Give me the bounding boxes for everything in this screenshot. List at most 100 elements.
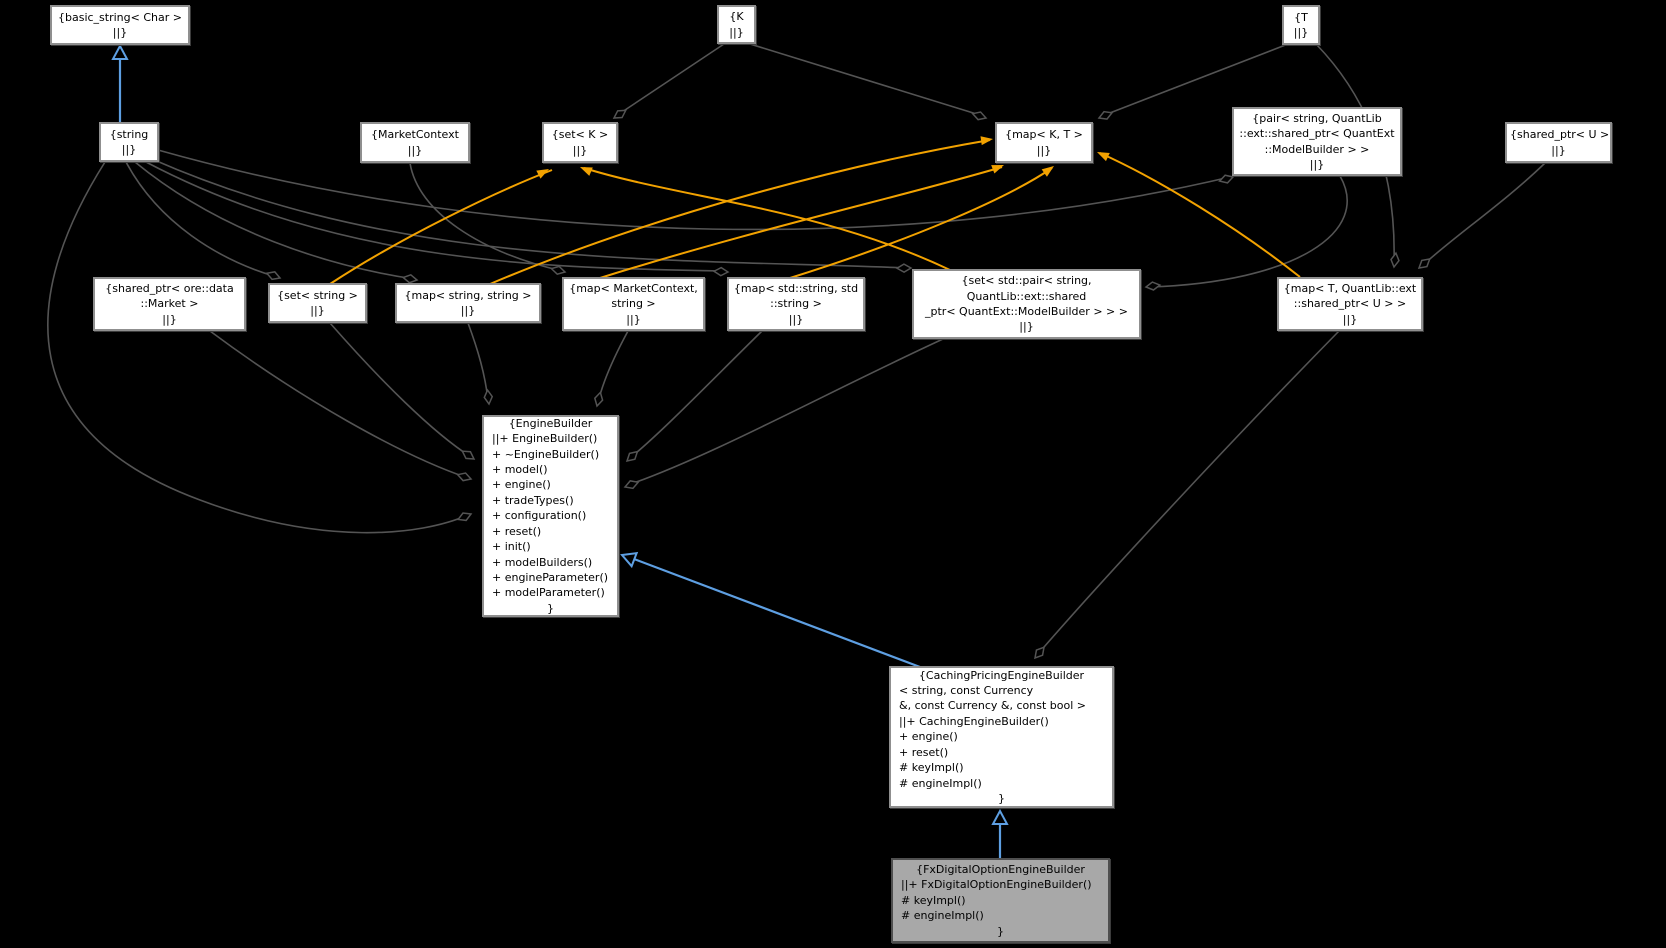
node-line: + ~EngineBuilder() — [492, 447, 600, 461]
diamond — [895, 263, 913, 273]
node-line: + tradeTypes() — [492, 493, 574, 507]
node-line: {basic_string< Char > — [58, 10, 182, 24]
edge-string-to-map-string-string — [134, 161, 415, 280]
edge-shared-ptr-market-to-engine-builder — [209, 330, 469, 479]
node-line: ||} — [788, 312, 804, 326]
node-line: ||} — [460, 304, 476, 317]
node-line: {MarketContext — [371, 128, 459, 142]
node-map-t-shared-ptr-u[interactable]: {map< T, QuantLib::ext::shared_ptr< U > … — [1277, 277, 1423, 331]
node-line: # engineImpl() — [899, 776, 982, 790]
node-line: # keyImpl() — [901, 893, 966, 907]
node-pair-string-modelbuilder[interactable]: {pair< string, QuantLib::ext::shared_ptr… — [1232, 107, 1402, 176]
diamond — [1390, 251, 1400, 269]
node-line: {string — [109, 127, 149, 141]
node-line: {T — [1294, 10, 1308, 24]
node-set-string[interactable]: {set< string >||} — [268, 283, 367, 323]
node-line: ||+ EngineBuilder() — [492, 432, 598, 446]
diamond — [461, 450, 476, 460]
diamond — [456, 472, 473, 482]
node-k[interactable]: {K||} — [717, 5, 756, 44]
template-arrowhead — [580, 167, 593, 176]
node-line: QuantLib::ext::shared — [966, 289, 1087, 303]
node-line: ||} — [1342, 312, 1358, 326]
node-line: + init() — [492, 540, 531, 554]
node-string[interactable]: {string ||} — [99, 122, 159, 162]
diamond — [712, 266, 730, 277]
node-set-pair-modelbuilder[interactable]: {set< std::pair< string, QuantLib::ext::… — [912, 269, 1141, 339]
node-line: {set< string > — [277, 288, 358, 302]
node-line: + engine() — [899, 730, 958, 744]
template-arrowhead — [980, 136, 993, 146]
node-line: ::Market > — [140, 297, 199, 311]
edge-map-t-u-to-caching — [1037, 329, 1341, 655]
node-basic-string-char[interactable]: {basic_string< Char >||} — [50, 5, 190, 45]
tedge-set-pair-to-set-k — [583, 167, 951, 271]
node-fx-digital-option-engine-builder: {FxDigitalOptionEngineBuilder||+ FxDigit… — [891, 858, 1110, 943]
node-line: < string, const Currency — [899, 684, 1034, 698]
node-map-k-t[interactable]: {map< K, T >||} — [995, 122, 1093, 163]
edge-k-to-set-k — [615, 43, 725, 117]
node-line: ::shared_ptr< U > > — [1293, 297, 1407, 311]
diamond — [1417, 258, 1431, 269]
node-line: ||} — [1019, 320, 1034, 334]
node-line: ||+ CachingEngineBuilder() — [899, 714, 1049, 728]
node-line: ::ModelBuilder > > — [1264, 142, 1370, 156]
tedge-map-mc-string-to-map-k-t — [599, 166, 1003, 279]
edge-string-to-pair — [157, 149, 1231, 231]
node-line: } — [547, 601, 554, 615]
diamond — [593, 390, 604, 408]
diamond — [1034, 646, 1045, 660]
node-map-stdstring-stdstring[interactable]: {map< std::string, std::string >||} — [727, 277, 865, 331]
node-line: ||} — [162, 312, 177, 326]
diamond — [625, 450, 639, 463]
node-line: {shared_ptr< U > — [1510, 128, 1610, 142]
edge-set-string-to-engine-builder — [329, 322, 472, 458]
edge-pair-to-set-pair — [1149, 175, 1348, 288]
node-line: {EngineBuilder — [508, 416, 593, 430]
node-shared-ptr-u[interactable]: {shared_ptr< U >||} — [1505, 122, 1612, 163]
node-line: {pair< string, QuantLib — [1252, 111, 1382, 125]
node-line: {set< std::pair< string, — [961, 274, 1092, 288]
iedge-caching-to-engine-builder — [633, 557, 921, 669]
node-map-marketcontext-string[interactable]: {map< MarketContext,string >||} — [562, 277, 705, 331]
node-caching-pricing-engine-builder[interactable]: {CachingPricingEngineBuilder < string, co… — [889, 666, 1114, 808]
edge-map-std-std-to-engine-builder — [629, 330, 763, 459]
node-line: } — [998, 791, 1005, 805]
node-line: ||} — [1309, 157, 1325, 171]
node-t[interactable]: {T||} — [1282, 5, 1320, 45]
diamond — [1144, 281, 1162, 291]
node-line: {CachingPricingEngineBuilder — [918, 668, 1085, 682]
diamond — [549, 265, 567, 276]
node-line: &, const Currency &, const bool > — [899, 699, 1086, 713]
tedge-map-t-u-to-map-k-t — [1099, 152, 1301, 278]
node-market-context[interactable]: {MarketContext||} — [360, 122, 470, 163]
diamond — [456, 512, 473, 522]
node-line: # engineImpl() — [901, 909, 984, 923]
node-engine-builder[interactable]: {EngineBuilder ||+ EngineBuilder()+ ~Engi… — [482, 415, 619, 617]
diamond — [1218, 174, 1235, 184]
template-arrowhead — [991, 165, 1004, 174]
diamond — [265, 271, 282, 281]
node-set-k[interactable]: {set< K >||} — [542, 122, 618, 163]
node-map-string-string[interactable]: {map< string, string >||} — [395, 283, 541, 323]
diamond — [623, 480, 640, 490]
diamond — [971, 111, 988, 121]
tedge-map-std-std-to-map-k-t — [789, 167, 1053, 279]
edge-map-string-string-to-engine-builder — [467, 322, 489, 401]
node-line: + modelParameter() — [492, 586, 605, 600]
node-line: {set< K > — [551, 128, 609, 142]
node-line: ||} — [626, 312, 641, 326]
node-line: {K — [729, 10, 744, 24]
node-line: ||} — [121, 143, 137, 156]
node-line: ||} — [407, 143, 423, 157]
node-line: + configuration() — [492, 509, 587, 523]
node-shared-ptr-market[interactable]: {shared_ptr< ore::data::Market >||} — [93, 277, 246, 331]
node-line: + reset() — [492, 524, 542, 538]
node-line: {shared_ptr< ore::data — [105, 281, 234, 295]
node-line: {FxDigitalOptionEngineBuilder — [916, 862, 1085, 876]
template-arrowhead — [1097, 152, 1110, 162]
node-line: ||} — [572, 143, 588, 157]
edge-t-to-map-k-t — [1101, 43, 1289, 117]
node-line: {map< K, T > — [1005, 128, 1083, 142]
